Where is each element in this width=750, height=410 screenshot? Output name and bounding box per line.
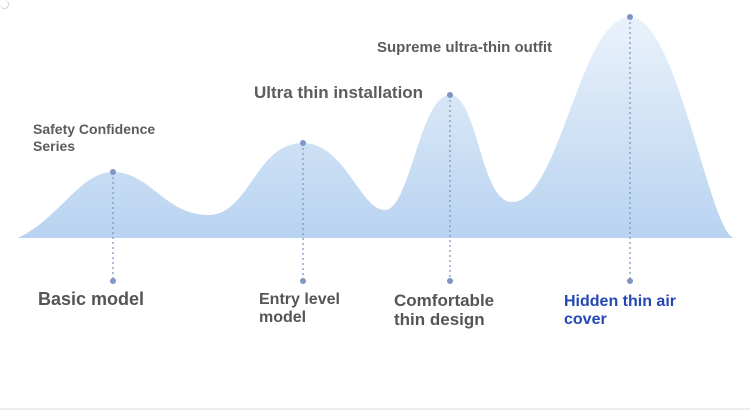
peak-4-bottom-label-line-2: cover	[564, 311, 607, 328]
peak-2-bottom-dot	[300, 278, 306, 284]
peak-1-bottom-label: Basic model	[38, 289, 145, 309]
peak-1-top-label-line-2: Series	[33, 138, 76, 154]
peak-1-bottom-dot	[110, 278, 116, 284]
peak-3-bottom-dot	[447, 278, 453, 284]
peak-3-bottom-label-line-1: Comfortable	[394, 291, 495, 310]
peak-3-bottom-label-line-2: thin design	[394, 310, 485, 329]
wave-area	[18, 17, 735, 238]
peak-1-top-label-line-1: Safety Confidence	[33, 121, 156, 137]
peak-2-bottom-label-line-2: model	[259, 309, 307, 326]
peak-2-bottom-label-line-1: Entry level	[259, 291, 340, 308]
peak-3-top-dot	[447, 92, 453, 98]
bottom-divider	[0, 408, 750, 410]
peak-2-top-dot	[300, 140, 306, 146]
peak-4-top-dot	[627, 14, 633, 20]
corner-arc-mark	[0, 0, 9, 9]
peak-2-top-label: Ultra thin installation	[254, 83, 424, 102]
peak-1-top-dot	[110, 169, 116, 175]
peak-4-bottom-dot	[627, 278, 633, 284]
peak-3-top-label: Supreme ultra-thin outfit	[377, 39, 552, 56]
peak-4-bottom-label-line-1: Hidden thin air	[564, 293, 676, 310]
